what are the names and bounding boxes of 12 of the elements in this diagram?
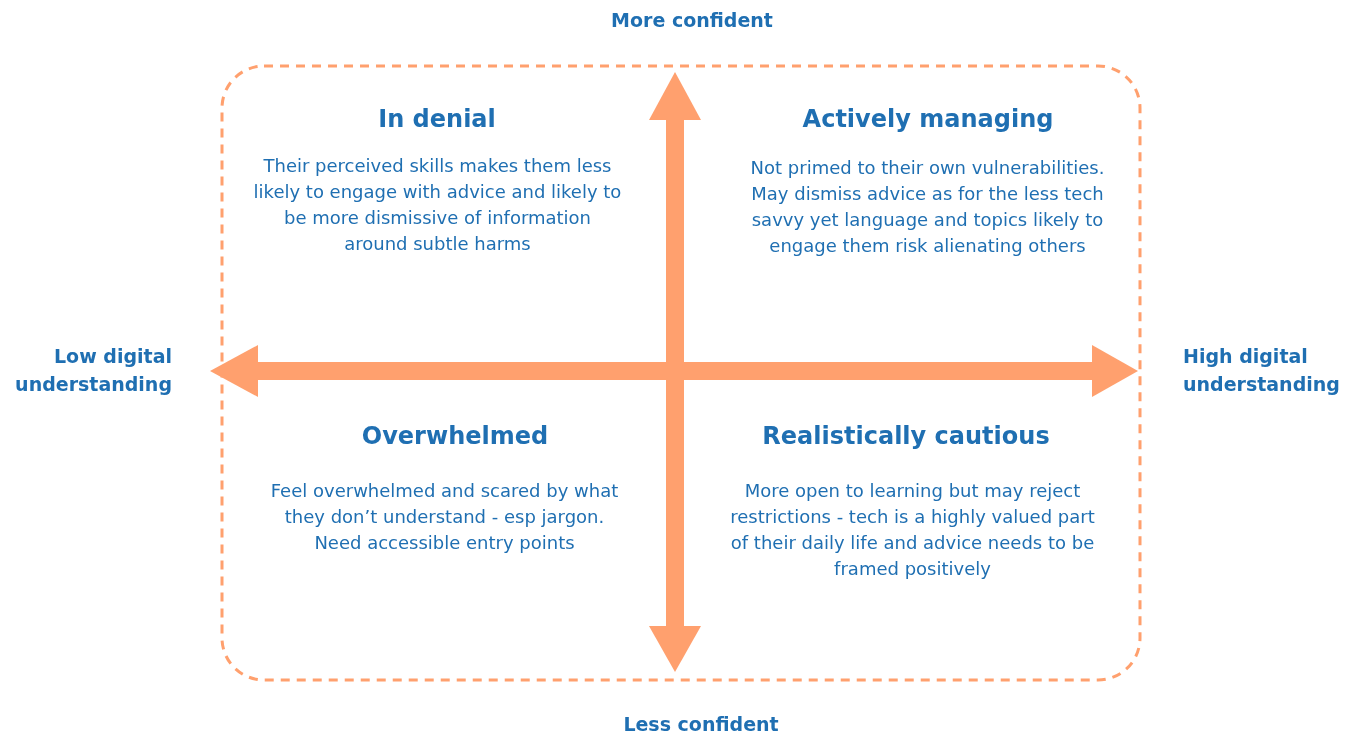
- axis-label: Low digital understanding: [14, 344, 172, 397]
- quadrant-heading: Actively managing: [801, 106, 1055, 132]
- axis-label: More confident: [610, 8, 774, 33]
- quadrant-description: Their perceived skills makes them less likely to engage with advice and likely to be more dismissive of information around subtle harms: [252, 154, 623, 256]
- quadrant-description: Not primed to their own vulnerabilities. May dismiss advice as for the less tech savvy yet language and topics likely to engage them risk alienating others: [749, 156, 1106, 258]
- quadrant-heading: Realistically cautious: [761, 423, 1051, 449]
- quadrant-heading: Overwhelmed: [360, 423, 550, 449]
- quadrant-heading: In denial: [377, 106, 497, 132]
- quadrant-description: Feel overwhelmed and scared by what they don’t understand - esp jargon. Need accessible entry points: [269, 479, 620, 555]
- quadrant-description: More open to learning but may reject restrictions - tech is a highly valued part of their daily life and advice needs to be framed positively: [730, 479, 1095, 581]
- axis-label: Less confident: [622, 712, 780, 735]
- axis-label: High digital understanding: [1183, 344, 1341, 397]
